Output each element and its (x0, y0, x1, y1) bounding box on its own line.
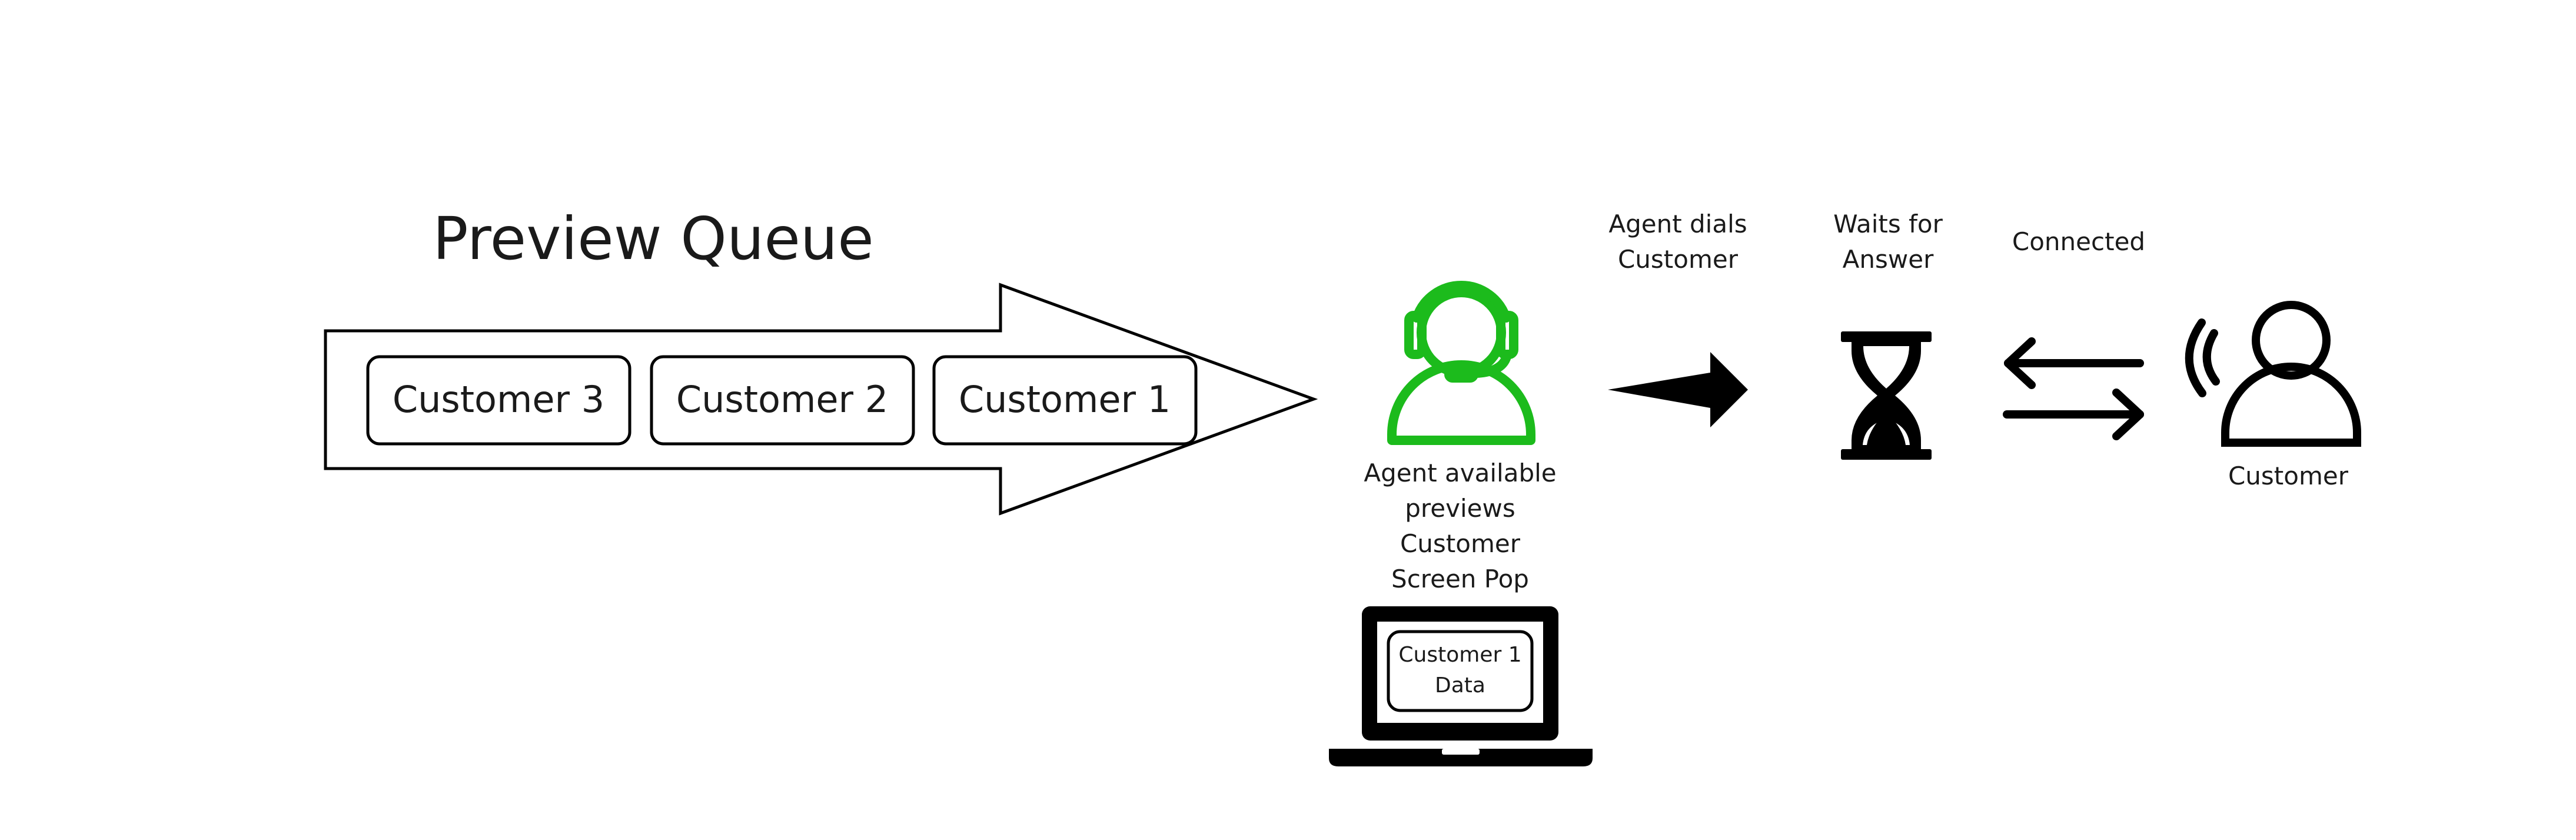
hourglass-icon (1841, 331, 1932, 460)
laptop-screen-line: Customer 1 (1398, 643, 1521, 667)
agent-caption: Agent available previews Customer Screen… (1364, 459, 1556, 593)
step-wait-caption: Waits for Answer (1833, 210, 1943, 274)
agent-caption-line: previews (1405, 494, 1515, 523)
step-dial-line: Customer (1618, 245, 1739, 274)
swap-arrows-icon (2003, 337, 2144, 440)
agent-caption-line: Screen Pop (1391, 565, 1529, 593)
diagram-title: Preview Queue (433, 204, 874, 273)
queue-item-label: Customer 1 (959, 378, 1171, 421)
headset-agent-icon (1387, 281, 1535, 445)
step-connected-label: Connected (2012, 227, 2145, 256)
step-dial-line: Agent dials (1608, 210, 1747, 238)
queue-item-label: Customer 2 (676, 378, 888, 421)
arrow-right-icon (1608, 352, 1748, 427)
step-wait-line: Answer (1843, 245, 1934, 274)
queue-item-customer-3: Customer 3 (366, 355, 631, 446)
queue-item-customer-1: Customer 1 (932, 355, 1198, 446)
queue-item-customer-2: Customer 2 (650, 355, 915, 446)
customer-label: Customer (2228, 461, 2349, 490)
laptop-screen-line: Data (1435, 673, 1485, 698)
agent-caption-line: Customer (1400, 529, 1521, 558)
step-dial-caption: Agent dials Customer (1608, 210, 1747, 274)
agent-caption-line: Agent available (1364, 459, 1556, 487)
step-wait-line: Waits for (1833, 210, 1943, 238)
laptop-icon: Customer 1 Data (1329, 606, 1593, 766)
person-calling-icon (2185, 301, 2361, 447)
queue-item-label: Customer 3 (393, 378, 604, 421)
